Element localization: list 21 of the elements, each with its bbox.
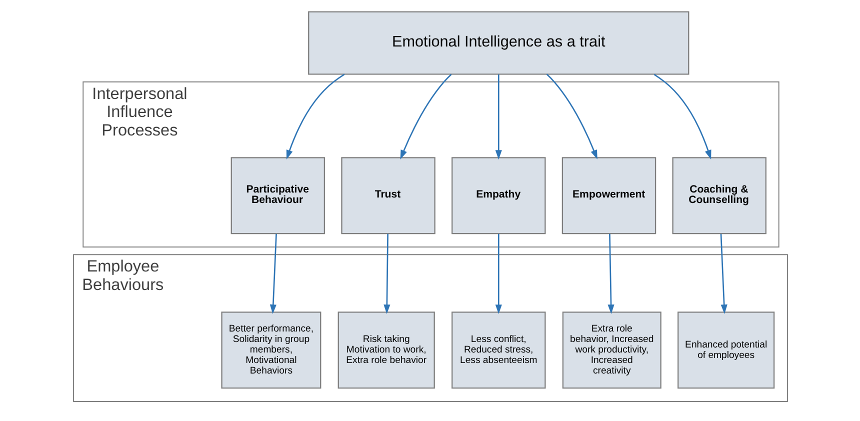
node-box: Less conflict, Reduced stress, Less absenteeism xyxy=(451,312,546,389)
node-box: Emotional Intelligence as a trait xyxy=(308,11,689,75)
arrow xyxy=(269,234,276,314)
arrow xyxy=(494,234,502,314)
node-box: Trust xyxy=(340,157,435,234)
arrow xyxy=(400,74,452,160)
arrow xyxy=(546,74,597,160)
node-box: Empathy xyxy=(451,157,546,234)
node-box: Empowerment xyxy=(561,157,656,234)
node-box: Better performance, Solidarity in group members, Motivational Behaviors xyxy=(220,312,321,389)
arrow xyxy=(653,74,711,160)
node-box: Participative Behaviour xyxy=(230,157,325,234)
node-box: Extra role behavior, Increased work productivity, Increased creativity xyxy=(562,312,661,389)
arrow xyxy=(383,234,390,314)
node-box: Enhanced potential of employees xyxy=(677,312,774,389)
arrow xyxy=(720,234,727,314)
arrow xyxy=(286,74,344,160)
arrow xyxy=(607,234,614,314)
arrow xyxy=(494,74,502,160)
node-box: Coaching & Counselling xyxy=(672,157,766,234)
node-box: Risk taking Motivation to work, Extra role behavior xyxy=(337,312,434,389)
